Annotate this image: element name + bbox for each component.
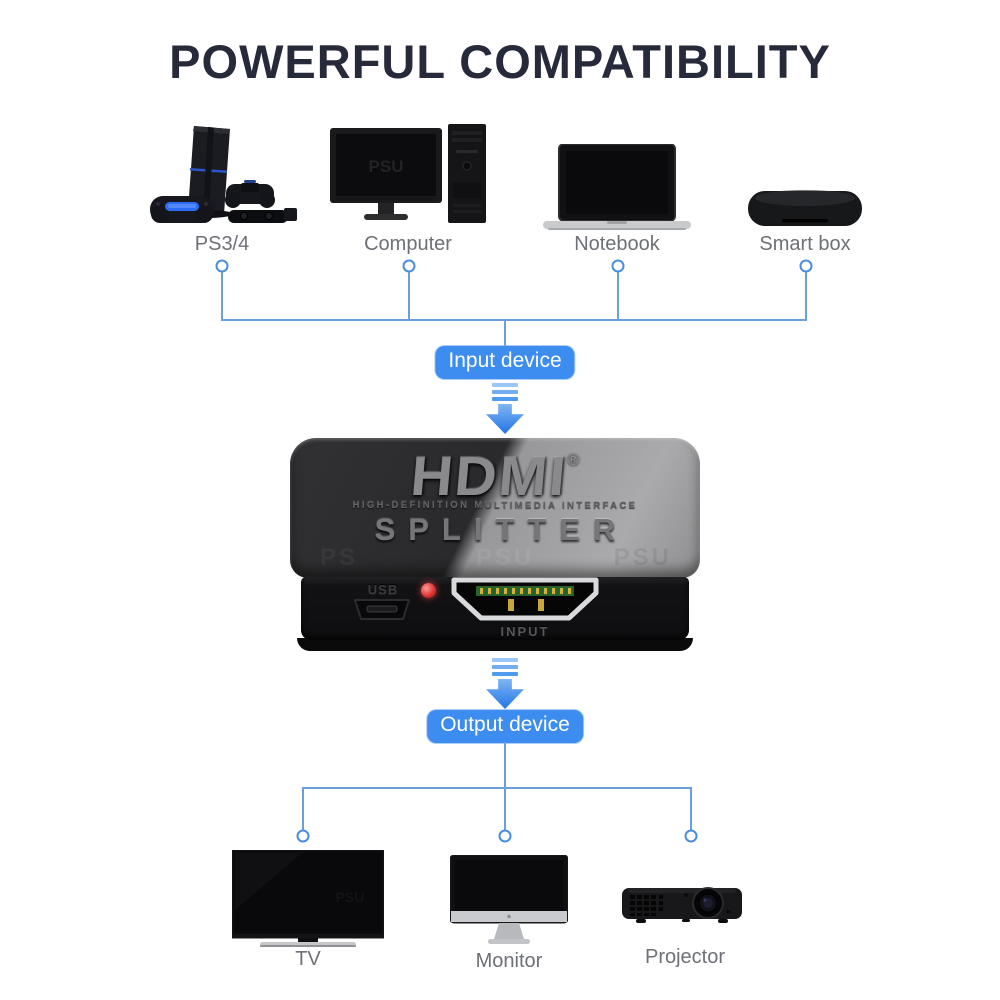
hdmi-subtitle-text: HIGH-DEFINITION MULTIMEDIA INTERFACE (352, 500, 638, 511)
registered-mark: ® (566, 450, 580, 469)
connector-line (805, 272, 807, 319)
down-arrow-icon (486, 383, 524, 434)
connector-node (402, 259, 416, 273)
device-label-monitor: Monitor (475, 950, 543, 972)
connector-line (221, 319, 807, 321)
hdmi-input-port-icon (451, 577, 599, 621)
smart-box-icon (748, 190, 862, 226)
connector-node (684, 829, 698, 843)
down-arrow-icon (486, 658, 524, 709)
connector-line (504, 319, 506, 348)
projector-icon (622, 887, 742, 923)
ghost-watermark: PSU (613, 544, 672, 571)
page-title: POWERFUL COMPATIBILITY (169, 35, 831, 88)
monitor-icon (449, 854, 569, 944)
connector-line (221, 272, 223, 319)
connector-node (611, 259, 625, 273)
device-label-ps34: PS3/4 (194, 233, 250, 255)
ghost-watermark: PS (320, 544, 359, 571)
connector-line (690, 787, 692, 830)
splitter-base (297, 638, 693, 651)
usb-port-label: USB (367, 582, 399, 597)
input-device-notebook (543, 143, 691, 237)
laptop-icon (543, 143, 691, 230)
input-device-badge: Input device (435, 346, 575, 379)
connector-line (408, 272, 410, 319)
input-device-ps34 (148, 120, 300, 237)
tv-icon: PSU (231, 849, 385, 947)
output-device-badge: Output device (427, 710, 583, 743)
hdmi-brand-text: HDMI (407, 445, 570, 508)
micro-usb-port-icon (354, 599, 410, 620)
connector-node (215, 259, 229, 273)
output-device-monitor (449, 854, 569, 950)
hdmi-splitter-device: HDMI ® HIGH-DEFINITION MULTIMEDIA INTERF… (290, 438, 700, 652)
device-label-notebook: Notebook (574, 233, 660, 255)
screen-watermark: PSU (336, 889, 365, 905)
ps4-console-icon (150, 126, 297, 223)
device-label-computer: Computer (364, 233, 452, 255)
connector-line (504, 787, 506, 830)
connector-node (296, 829, 310, 843)
desktop-computer-icon: PSU (330, 124, 486, 223)
screen-watermark: PSU (369, 157, 404, 176)
connector-line (504, 742, 506, 787)
ghost-watermark: PSU (476, 544, 535, 571)
connector-line (302, 787, 691, 789)
splitter-product-text: SPLITTER (374, 512, 629, 547)
connector-node (799, 259, 813, 273)
device-label-tv: TV (295, 948, 321, 970)
connector-line (617, 272, 619, 319)
connector-node (498, 829, 512, 843)
connector-line (302, 787, 304, 830)
splitter-top-face: HDMI ® HIGH-DEFINITION MULTIMEDIA INTERF… (290, 438, 700, 578)
output-device-projector (622, 882, 742, 931)
power-led-icon (421, 583, 436, 598)
device-label-smart-box: Smart box (759, 233, 851, 255)
output-device-tv: PSU (231, 849, 385, 955)
device-label-projector: Projector (644, 946, 726, 968)
input-device-smart-box (748, 186, 862, 235)
input-device-computer: PSU (330, 124, 486, 233)
input-port-label: INPUT (500, 624, 550, 639)
